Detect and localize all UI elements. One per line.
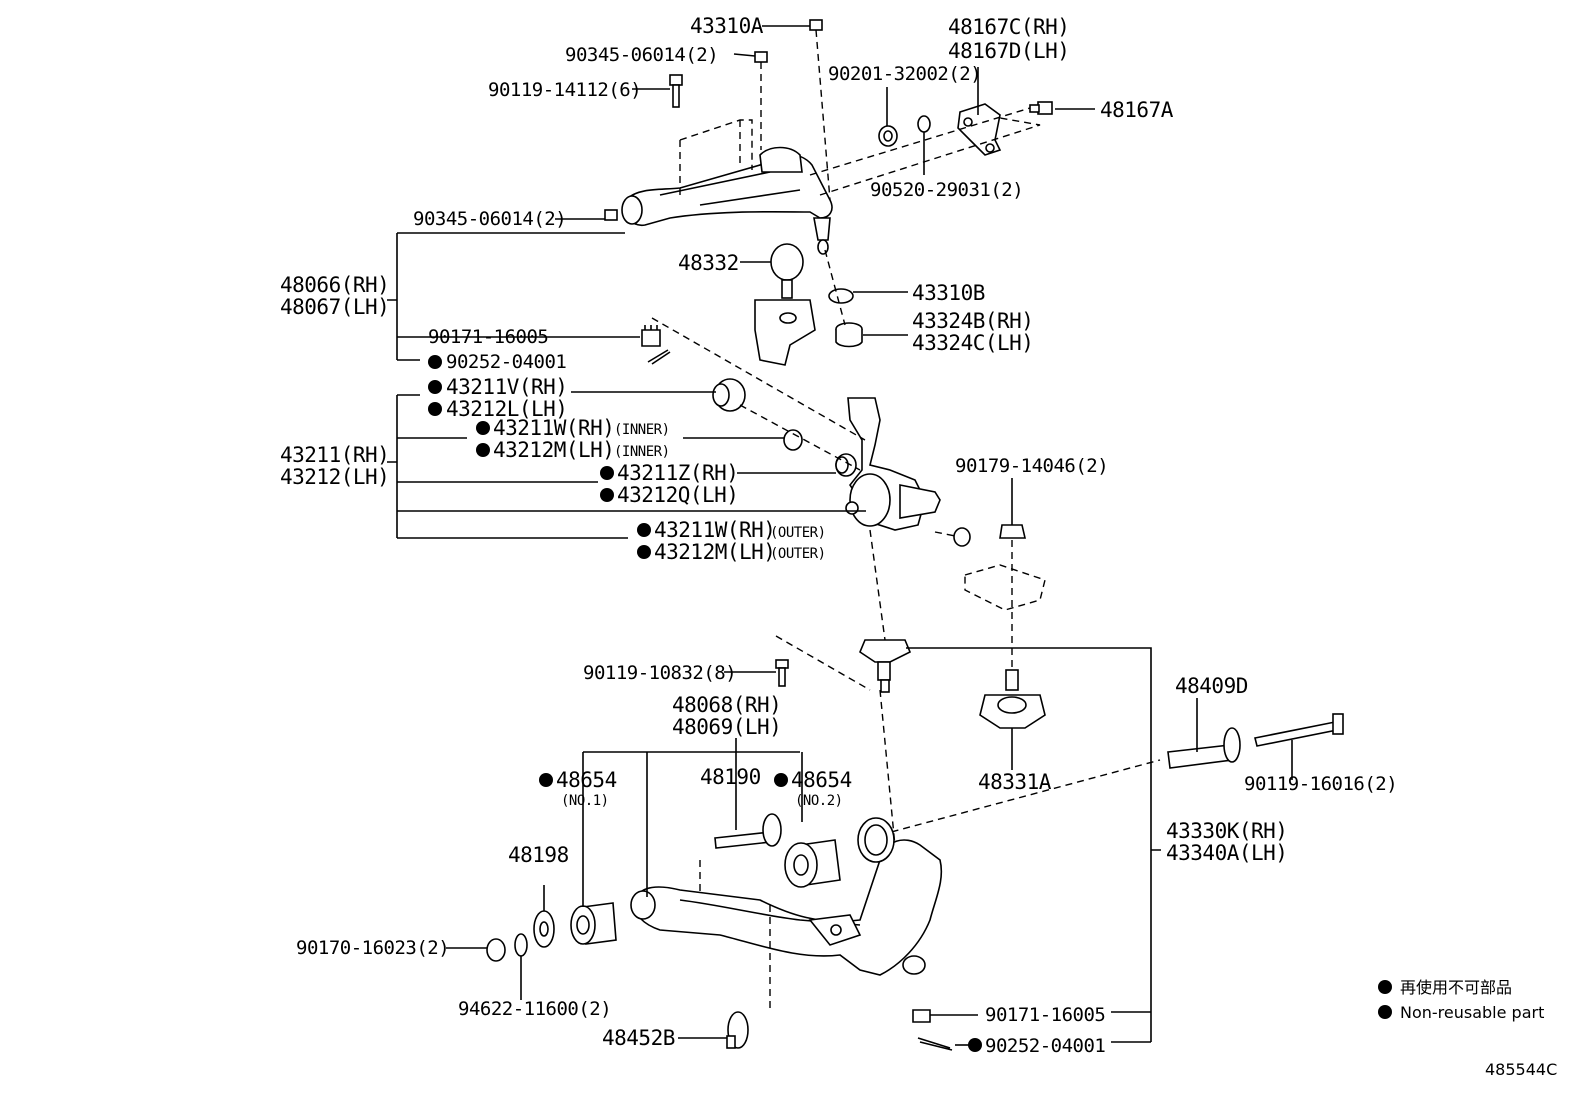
cam-bolt-48409D xyxy=(1167,727,1241,769)
label-48167A: 48167A xyxy=(1100,98,1174,122)
label-43212M-outer: 43212M(LH) xyxy=(654,540,775,564)
label-43310A: 43310A xyxy=(690,14,764,38)
label-inner-2: (INNER) xyxy=(614,444,670,460)
label-48654-no1: 48654 xyxy=(556,768,617,792)
legend-japanese: 再使用不可部品 xyxy=(1400,978,1512,997)
label-90345-mid: 90345-06014(2) xyxy=(413,208,566,230)
label-48069: 48069(LH) xyxy=(672,715,781,739)
label-43310B: 43310B xyxy=(912,281,985,305)
cotter-pin-90252-top xyxy=(647,349,671,365)
castle-nut-90171-bottom xyxy=(912,1009,931,1023)
label-outer-2: (OUTER) xyxy=(770,546,826,562)
nut-90345-top xyxy=(754,51,768,150)
legend: 再使用不可部品 Non-reusable part xyxy=(1400,978,1544,1022)
label-43212Q: 43212Q(LH) xyxy=(617,483,738,507)
bushing-43211W-outer xyxy=(953,527,971,547)
figure-code: 485544C xyxy=(1485,1060,1557,1079)
label-43211W-inner: 43211W(RH) xyxy=(493,416,614,440)
lower-ball-joint xyxy=(859,639,912,693)
label-90179: 90179-14046(2) xyxy=(955,455,1108,477)
label-48066: 48066(RH) xyxy=(280,273,389,297)
label-90520: 90520-29031(2) xyxy=(870,179,1023,201)
label-90252-top: 90252-04001 xyxy=(446,351,566,373)
label-48068: 48068(RH) xyxy=(672,693,781,717)
label-90119-14112: 90119-14112(6) xyxy=(488,79,641,101)
label-43212M-inner: 43212M(LH) xyxy=(493,438,614,462)
bolt-90119-10832 xyxy=(775,659,789,687)
nut-90345-mid xyxy=(604,209,618,221)
cam-plate-48198 xyxy=(533,910,555,948)
label-43211Z: 43211Z(RH) xyxy=(617,461,738,485)
label-90119-16016: 90119-16016(2) xyxy=(1244,773,1397,795)
label-90119-10832: 90119-10832(8) xyxy=(583,662,736,684)
label-48067: 48067(LH) xyxy=(280,295,389,319)
label-48167D: 48167D(LH) xyxy=(948,39,1069,63)
part-labels: 43310A 90345-06014(2) 90119-14112(6) 481… xyxy=(280,14,1398,1057)
bushing-43211W-inner xyxy=(783,429,803,451)
nut-43310A xyxy=(809,19,831,201)
label-43211V: 43211V(RH) xyxy=(446,375,567,399)
label-48331A: 48331A xyxy=(978,770,1052,794)
snap-ring-43310B xyxy=(828,288,854,304)
bushing-48654-no2 xyxy=(784,839,841,888)
bushing-43211V xyxy=(712,378,746,412)
label-no2: (NO.2) xyxy=(795,793,843,809)
bushing-48654-no1 xyxy=(570,902,617,945)
label-90171-top: 90171-16005 xyxy=(428,326,548,348)
steering-knuckle xyxy=(845,397,941,531)
bolt-90119-14112 xyxy=(669,74,683,108)
collar-90520 xyxy=(917,115,931,133)
label-90345-top: 90345-06014(2) xyxy=(565,44,718,66)
castle-nut-90171-top xyxy=(641,325,661,347)
label-43212: 43212(LH) xyxy=(280,465,389,489)
label-43211: 43211(RH) xyxy=(280,443,389,467)
label-90170: 90170-16023(2) xyxy=(296,937,449,959)
label-48190: 48190 xyxy=(700,765,761,789)
non-reusable-markers xyxy=(428,355,1392,1052)
label-48654-no2: 48654 xyxy=(791,768,852,792)
cotter-pin-90252-bottom xyxy=(917,1037,953,1051)
label-90171-bottom: 90171-16005 xyxy=(985,1004,1105,1026)
label-inner-1: (INNER) xyxy=(614,422,670,438)
bolt-48190 xyxy=(714,813,782,849)
label-43340A: 43340A(LH) xyxy=(1166,841,1287,865)
label-48332: 48332 xyxy=(678,251,739,275)
label-43211W-outer: 43211W(RH) xyxy=(654,518,775,542)
cam-bolt-48452B xyxy=(726,1011,749,1049)
washer-94622 xyxy=(514,933,528,957)
label-48452B: 48452B xyxy=(602,1026,675,1050)
label-43212L: 43212L(LH) xyxy=(446,397,567,421)
label-43330K: 43330K(RH) xyxy=(1166,819,1287,843)
label-outer-1: (OUTER) xyxy=(770,525,826,541)
bushing-43211Z xyxy=(835,453,857,477)
upper-arm-assembly xyxy=(604,19,1053,255)
bolt-90119-16016 xyxy=(1254,713,1344,747)
ball-joint-48331A xyxy=(979,669,1046,729)
nut-90179 xyxy=(999,524,1027,680)
bracket-48167C xyxy=(957,103,1002,156)
label-48409D: 48409D xyxy=(1175,674,1248,698)
bolt-48167A xyxy=(1029,101,1053,115)
leader-lines xyxy=(387,25,1293,1046)
nut-90170 xyxy=(486,938,506,962)
label-43324C: 43324C(LH) xyxy=(912,331,1033,355)
dust-cover-43324B xyxy=(835,322,863,348)
ball-joint-48332 xyxy=(754,243,816,366)
label-48198: 48198 xyxy=(508,843,569,867)
lower-control-arm xyxy=(630,817,943,976)
label-43324B: 43324B(RH) xyxy=(912,309,1033,333)
label-94622: 94622-11600(2) xyxy=(458,998,611,1020)
legend-english: Non-reusable part xyxy=(1400,1003,1544,1022)
label-90201: 90201-32002(2) xyxy=(828,63,981,85)
label-90252-bottom: 90252-04001 xyxy=(985,1035,1105,1057)
label-no1: (NO.1) xyxy=(561,793,609,809)
label-48167C: 48167C(RH) xyxy=(948,15,1069,39)
